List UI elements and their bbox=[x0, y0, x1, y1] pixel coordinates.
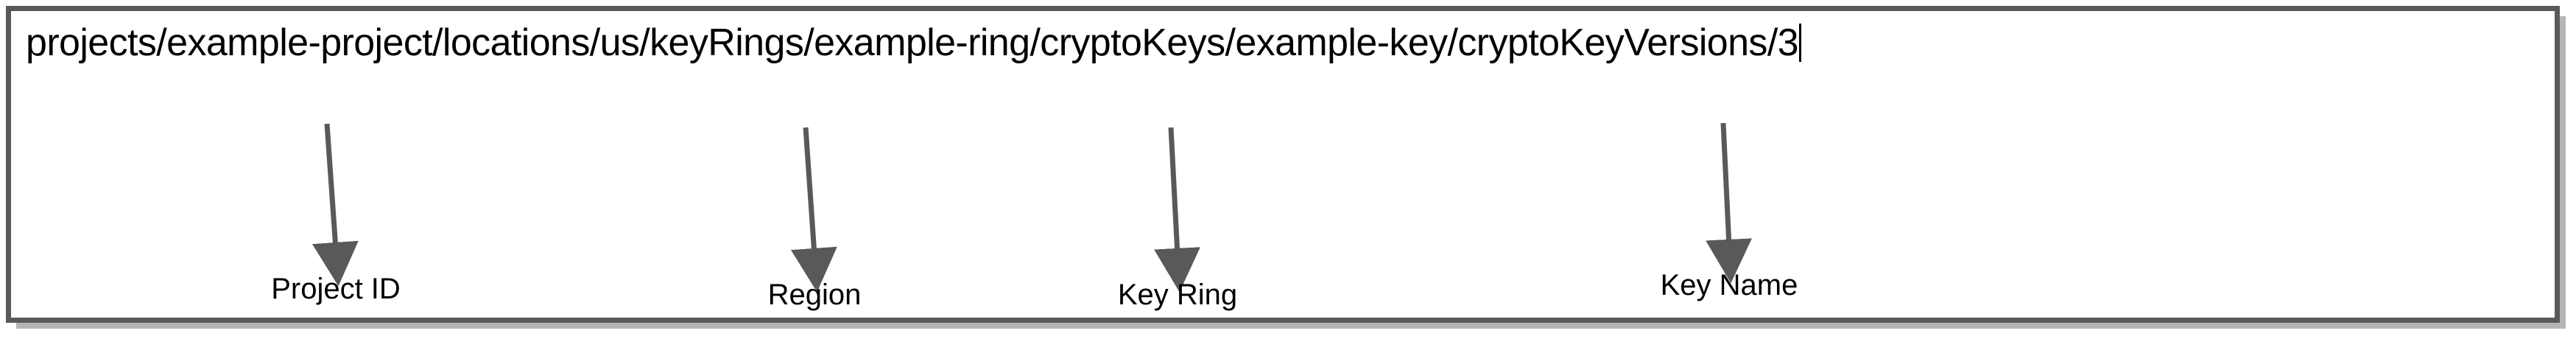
annotation-label-key-name: Key Name bbox=[1660, 269, 1798, 301]
arrow-key-ring bbox=[1154, 127, 1200, 293]
annotated-path-panel: projects/example-project/locations/us/ke… bbox=[6, 6, 2560, 323]
text-caret bbox=[1799, 24, 1801, 62]
arrow-key-name bbox=[1706, 122, 1753, 284]
resource-path-textbox[interactable]: projects/example-project/locations/us/ke… bbox=[26, 20, 1801, 66]
arrow-region bbox=[790, 127, 837, 293]
resource-path-value: projects/example-project/locations/us/ke… bbox=[26, 21, 1799, 64]
annotation-label-region: Region bbox=[767, 279, 862, 311]
annotation-label-project-id: Project ID bbox=[271, 273, 401, 305]
annotation-label-key-ring: Key Ring bbox=[1117, 279, 1238, 311]
arrow-project-id bbox=[312, 123, 359, 287]
